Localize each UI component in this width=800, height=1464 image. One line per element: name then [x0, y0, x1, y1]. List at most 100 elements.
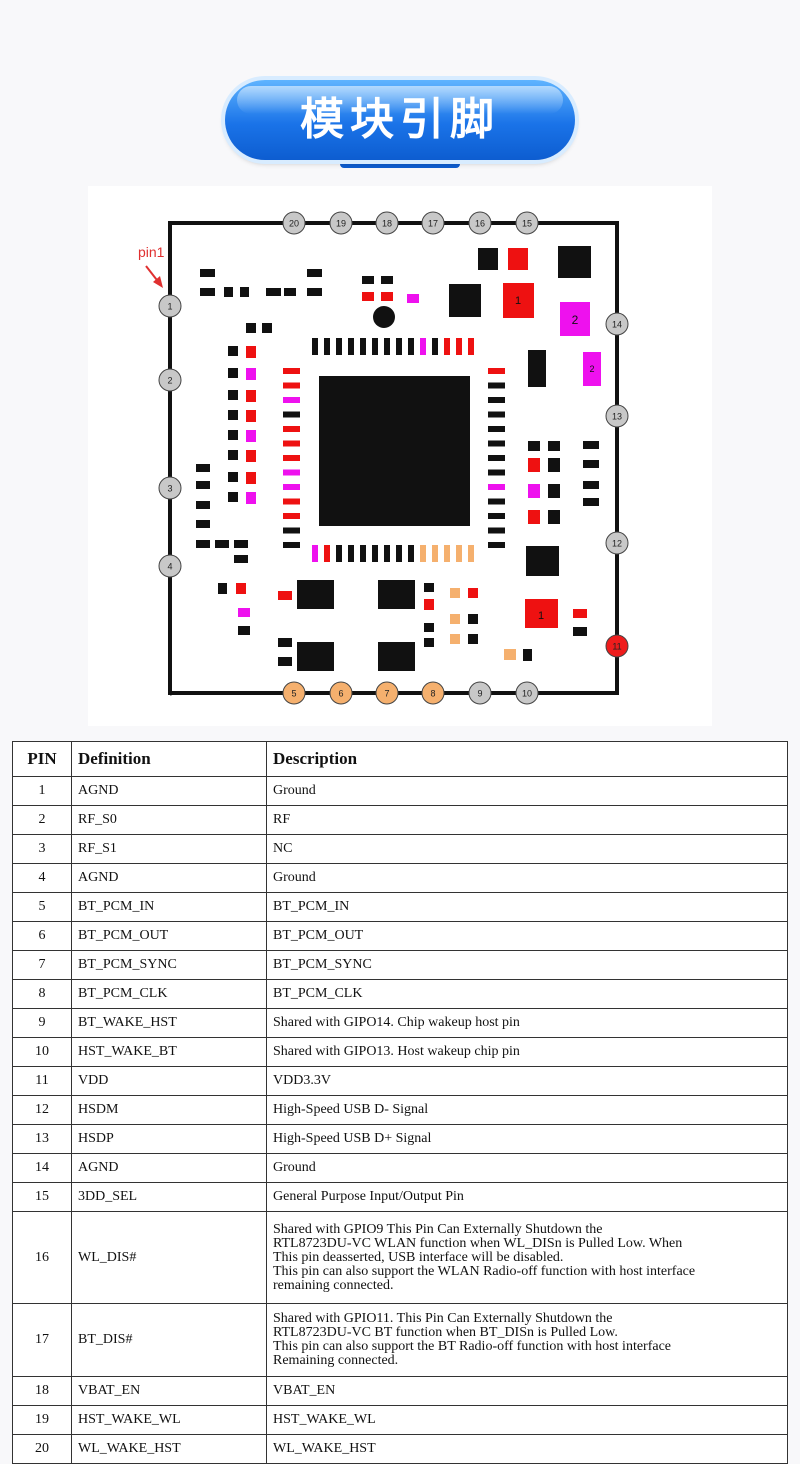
pin-definition-cell: HSDM	[71, 1095, 267, 1125]
smd-pad	[234, 540, 248, 548]
smd-pad	[407, 294, 419, 303]
pin-description-cell: Shared with GPIO9 This Pin Can Externall…	[266, 1211, 788, 1304]
smd-pad	[218, 583, 227, 594]
smd-pad	[228, 492, 238, 502]
smd-pad	[196, 520, 210, 528]
pin-number-cell: 17	[12, 1303, 72, 1377]
smd-pad	[548, 458, 560, 472]
smd-pad	[424, 599, 434, 610]
smd-pad	[236, 583, 246, 594]
chip-pin	[312, 545, 318, 562]
smd-pad	[200, 269, 215, 277]
description-line: Shared with GPIO11. This Pin Can Externa…	[273, 1311, 613, 1326]
chip-pin	[348, 545, 354, 562]
smd-pad	[573, 627, 587, 636]
pin-description-cell: Shared with GIPO13. Host wakeup chip pin	[266, 1037, 788, 1067]
smd-pad	[504, 649, 516, 660]
chip-pin	[283, 440, 300, 447]
pin-description-cell: VBAT_EN	[266, 1376, 788, 1406]
chip-pin	[456, 338, 462, 355]
pin-description-cell: High-Speed USB D+ Signal	[266, 1124, 788, 1154]
pin-definition-cell: BT_PCM_OUT	[71, 921, 267, 951]
title-banner: 模块引脚	[225, 80, 575, 170]
chip-pin	[420, 338, 426, 355]
smd-pad	[246, 390, 256, 402]
pin-description-cell: RF	[266, 805, 788, 835]
pin-bottom-9: 9	[468, 681, 492, 705]
chip-pin	[408, 545, 414, 562]
smd-component	[558, 246, 591, 278]
smd-component	[449, 284, 481, 317]
smd-pad	[278, 591, 292, 600]
chip-pin	[488, 513, 505, 519]
smd-pad	[228, 390, 238, 400]
smd-pad	[246, 410, 256, 422]
smd-pad	[234, 555, 248, 563]
pin-number-label: 15	[522, 219, 532, 229]
pin-number-label: 13	[612, 412, 622, 422]
svg-text:+: +	[168, 689, 174, 700]
pin-number-cell: 15	[12, 1182, 72, 1212]
chip-pin	[488, 542, 505, 548]
description-line: Remaining connected.	[273, 1353, 399, 1368]
chip-pin	[488, 397, 505, 403]
description-line: VDD3.3V	[273, 1073, 331, 1088]
pin-number-label: 2	[167, 376, 172, 386]
chip-pin	[488, 440, 505, 447]
pin-circle	[329, 211, 353, 235]
pin-number-cell: 5	[12, 892, 72, 922]
smd-pad	[450, 588, 460, 598]
chip-pin	[384, 545, 390, 562]
pin-number-cell: 14	[12, 1153, 72, 1183]
smd-pad	[362, 292, 374, 301]
smd-pad	[228, 472, 238, 482]
pin-number-label: 8	[430, 689, 435, 699]
chip-pin	[396, 545, 402, 562]
description-line: This pin deasserted, USB interface will …	[273, 1249, 564, 1265]
smd-pad	[307, 269, 322, 277]
pin-number-cell: 7	[12, 950, 72, 980]
pin-definition-cell: AGND	[71, 1153, 267, 1183]
pin-top-17: 17	[421, 211, 445, 235]
pin-definition-cell: RF_S1	[71, 834, 267, 864]
pin-circle	[158, 476, 182, 500]
description-line: RF	[273, 812, 291, 827]
description-line: BT_PCM_IN	[273, 899, 350, 914]
pin-left-4: 4	[158, 554, 182, 578]
chip-pin	[283, 382, 300, 389]
chip-pin	[488, 382, 505, 389]
smd-pad	[224, 287, 233, 297]
inductor-label: 1	[515, 295, 521, 307]
pin-number-label: 10	[522, 689, 532, 699]
pin-left-3: 3	[158, 476, 182, 500]
pin-number-cell: 19	[12, 1405, 72, 1435]
chip-pin	[488, 484, 505, 490]
pin-number-cell: 4	[12, 863, 72, 893]
smd-pad	[528, 510, 540, 524]
smd-pad	[381, 292, 393, 301]
pin-definition-cell: BT_WAKE_HST	[71, 1008, 267, 1038]
pin-circle	[515, 211, 539, 235]
description-line: Ground	[273, 870, 316, 885]
chip-pin	[488, 455, 505, 461]
chip-pin	[283, 513, 300, 519]
chip-pin	[444, 338, 450, 355]
description-line: This pin can also support the WLAN Radio…	[273, 1263, 696, 1279]
smd-pad	[362, 276, 374, 284]
pin-circle	[605, 531, 629, 555]
pin-number-label: 11	[612, 642, 621, 652]
description-line: Shared with GIPO13. Host wakeup chip pin	[273, 1044, 520, 1059]
pin-number-cell: 12	[12, 1095, 72, 1125]
smd-pad	[548, 484, 560, 498]
component-label: 2	[589, 364, 594, 374]
pin-number-cell: 9	[12, 1008, 72, 1038]
